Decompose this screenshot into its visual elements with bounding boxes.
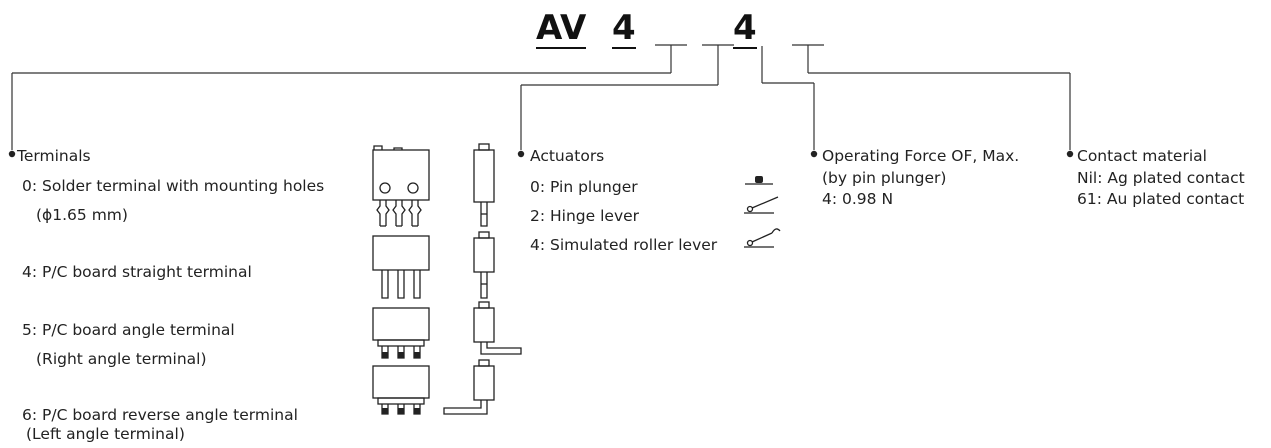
terminal-straight-front-figure	[372, 235, 430, 299]
terminal-option-5: 5: P/C board angle terminal	[22, 321, 235, 339]
terminal-solder-side-figure	[473, 143, 495, 227]
actuator-option-2: 2: Hinge lever	[530, 207, 640, 225]
terminal-reverse-angle-side-figure	[443, 359, 495, 415]
terminal-option-0-note: (ϕ1.65 mm)	[36, 206, 128, 224]
terminal-angle-side-figure	[473, 301, 522, 355]
contact-option-61: 61: Au plated contact	[1077, 190, 1245, 208]
pin-plunger-icon	[745, 176, 773, 185]
terminal-solder-front-figure	[372, 145, 430, 227]
terminals-title: Terminals	[17, 147, 91, 165]
terminal-option-5-note: (Right angle terminal)	[36, 350, 207, 368]
code-digit-force: 4	[733, 8, 757, 49]
terminal-option-6: 6: P/C board reverse angle terminal	[22, 406, 298, 424]
terminal-option-4: 4: P/C board straight terminal	[22, 263, 252, 281]
contact-material-title: Contact material	[1077, 147, 1207, 165]
terminal-option-6-note: (Left angle terminal)	[26, 425, 185, 443]
actuator-option-4: 4: Simulated roller lever	[530, 236, 718, 254]
operating-force-value: 4: 0.98 N	[822, 190, 894, 208]
operating-force-title: Operating Force OF, Max.	[822, 147, 1020, 165]
terminal-angle-front-figure	[372, 307, 430, 359]
actuators-title: Actuators	[530, 147, 605, 165]
simulated-roller-lever-icon	[744, 228, 781, 248]
code-prefix: AV	[536, 8, 587, 49]
actuator-option-0: 0: Pin plunger	[530, 178, 638, 196]
terminal-reverse-angle-front-figure	[372, 365, 430, 415]
operating-force-subtitle: (by pin plunger)	[822, 169, 947, 187]
code-digit-terminal-group: 4	[612, 8, 636, 49]
terminal-option-0: 0: Solder terminal with mounting holes	[22, 177, 325, 195]
terminal-straight-side-figure	[473, 231, 495, 299]
hinge-lever-icon	[744, 196, 779, 214]
contact-option-nil: Nil: Ag plated contact	[1077, 169, 1245, 187]
